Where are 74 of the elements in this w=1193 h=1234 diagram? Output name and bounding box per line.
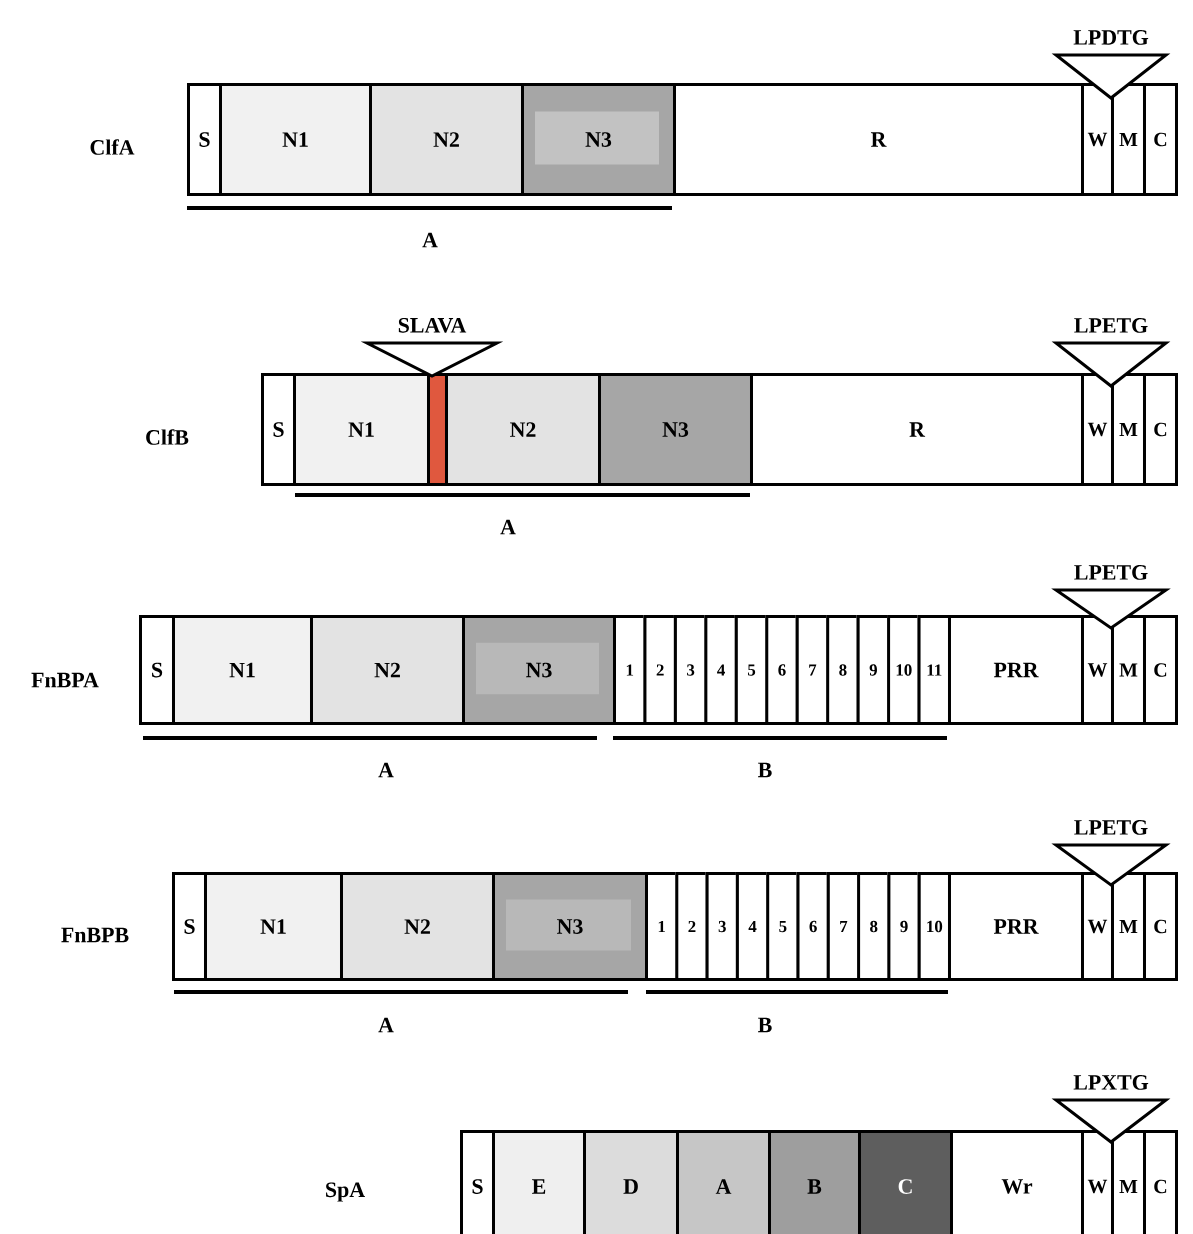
repeat-box: 10 — [917, 872, 951, 981]
protein-label: B — [758, 1017, 772, 1033]
protein-label: A — [378, 1017, 394, 1033]
domain-box: R — [673, 83, 1084, 196]
repeat-box: 2 — [643, 615, 677, 725]
repeat-box: 9 — [856, 615, 891, 725]
repeat-box: 3 — [705, 872, 739, 981]
repeat-box: 7 — [826, 872, 861, 981]
domain-box: N2 — [445, 373, 601, 486]
protein-label: A — [378, 762, 394, 778]
repeat-box: 8 — [857, 872, 891, 981]
repeat-box: 8 — [826, 615, 860, 725]
domain-box: S — [261, 373, 296, 486]
domain-box: N3 — [598, 373, 753, 486]
domain-box: W — [1081, 1130, 1114, 1234]
domain-box: S — [172, 872, 207, 981]
repeat-box: 7 — [795, 615, 830, 725]
domain-box: PRR — [948, 615, 1084, 725]
domain-box: N1 — [293, 373, 430, 486]
repeat-box: 1 — [613, 615, 647, 725]
node-label: LPETG — [1074, 820, 1148, 835]
repeat-box: 4 — [735, 872, 770, 981]
domain-box: N3 — [492, 872, 648, 981]
domain-box: C — [1143, 83, 1178, 196]
domain-box: PRR — [948, 872, 1084, 981]
domain-box: C — [1143, 373, 1178, 486]
protein-label: B — [758, 762, 772, 778]
domain-box: C — [1143, 872, 1178, 981]
protein-label: SpA — [326, 1182, 365, 1202]
repeat-box: 1 — [645, 872, 679, 981]
repeat-box: 10 — [887, 615, 921, 725]
domain-box: N1 — [219, 83, 372, 196]
domain-box: C — [858, 1130, 953, 1234]
domain-box: D — [583, 1130, 679, 1234]
repeat-box: 11 — [917, 615, 951, 725]
domain-box: N3 — [462, 615, 616, 725]
domain-box: Wr — [950, 1130, 1084, 1234]
protein-label: FnBPA — [31, 672, 99, 688]
repeat-box: 5 — [734, 615, 769, 725]
domain-box: N1 — [172, 615, 313, 725]
domain-box: S — [139, 615, 175, 725]
node-label: SLAVA — [398, 317, 467, 333]
protein-label: A — [422, 232, 438, 248]
domain-box: N2 — [340, 872, 495, 981]
node-label: LPETG — [1074, 565, 1148, 580]
node-label: LPDTG — [1073, 30, 1149, 45]
domain-box: N2 — [369, 83, 524, 196]
repeat-box: 9 — [887, 872, 921, 981]
domain-box: C — [1143, 1130, 1178, 1234]
domain-box: R — [750, 373, 1084, 486]
domain-box: M — [1111, 1130, 1146, 1234]
domain-box: A — [676, 1130, 771, 1234]
domain-box: S — [187, 83, 222, 196]
node-label: LPETG — [1074, 318, 1148, 333]
repeat-box: 5 — [766, 872, 800, 981]
domain-box: N3 — [521, 83, 676, 196]
protein-label: ClfB — [146, 429, 189, 445]
repeat-box: 2 — [675, 872, 709, 981]
domain-box: N1 — [204, 872, 343, 981]
protein-label: A — [500, 519, 516, 535]
repeat-box: 3 — [673, 615, 708, 725]
repeat-box: 4 — [704, 615, 738, 725]
repeat-box: 6 — [765, 615, 799, 725]
domain-box: C — [1143, 615, 1178, 725]
domain-box: B — [768, 1130, 861, 1234]
domain-box: M — [1111, 373, 1146, 486]
domain-box: N2 — [310, 615, 465, 725]
repeat-box: 6 — [796, 872, 830, 981]
node-label: LPXTG — [1073, 1075, 1149, 1090]
motif-band — [427, 373, 448, 486]
domain-box: E — [492, 1130, 586, 1234]
protein-label: ClfA — [90, 139, 135, 155]
protein-label: FnBPB — [61, 927, 129, 943]
domain-box: S — [460, 1130, 495, 1234]
